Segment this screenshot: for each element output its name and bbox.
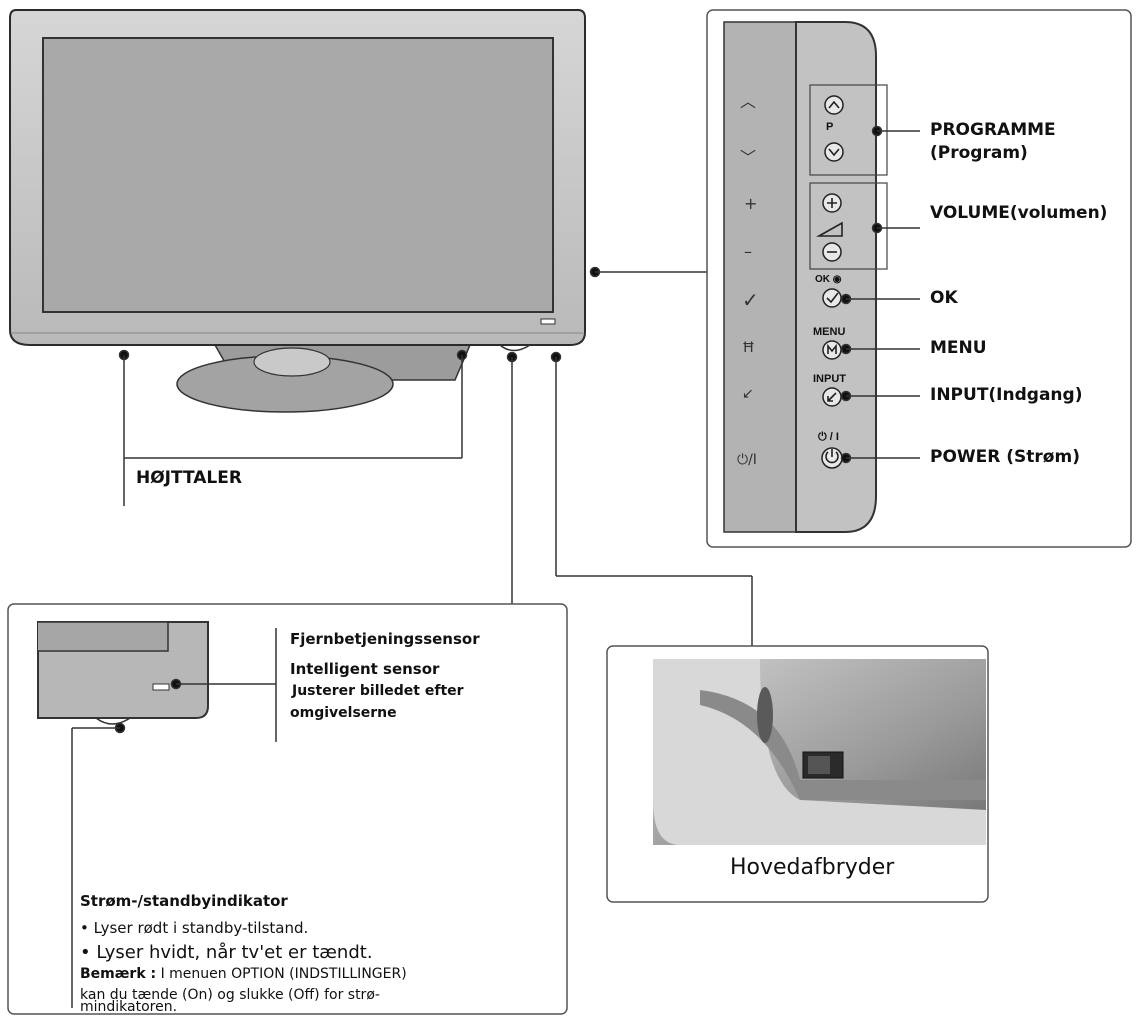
tv-power-indicator [499,344,531,352]
button-glyphs [815,100,843,464]
menu-label: MENU [930,338,987,358]
indicator-title: Strøm-/standbyindikator [80,892,288,910]
sensor-inset-window [152,683,170,691]
ok-label: OK [930,288,958,308]
tv-stand-collar [253,347,331,377]
side-panel-box [706,9,1132,548]
sensor-inset-box [7,603,568,1015]
indicator-bullet-2: • Lyser hvidt, når tv'et er tændt. [80,942,373,963]
indicator-note-text: I menuen OPTION (INDSTILLINGER) [156,966,407,982]
panel-label-power: ⏻ / I [818,431,839,443]
power-label: POWER (Strøm) [930,447,1080,467]
side-symbol-down: ﹀ [740,148,757,167]
sensor-line-3: omgivelserne [290,705,397,721]
side-symbol-minus: – [744,242,752,261]
indicator-note-line-3: mindikatoren. [80,999,178,1015]
ok-button[interactable] [822,288,842,308]
tv-screen [42,37,554,313]
panel-label-ok: OK ◉ [815,274,842,285]
input-label: INPUT(Indgang) [930,385,1083,405]
sensor-line-2: Justerer billedet efter [292,683,464,699]
panel-label-input: INPUT [813,373,846,385]
channel-down-button[interactable] [824,142,844,162]
speaker-callout [118,349,468,506]
channel-up-button[interactable] [824,95,844,115]
sensor-inset-indicator [95,717,131,725]
side-symbol-power: ⏻/I [737,452,757,468]
indicator-note-label: Bemærk : [80,966,157,982]
tv-illustration [9,9,586,413]
side-symbol-up: ︿ [740,92,757,111]
side-panel-strip [723,21,797,533]
side-panel-callout [589,266,707,278]
volume-label: VOLUME(volumen) [930,203,1108,223]
side-panel-control-face [795,21,877,533]
panel-label-p: P [826,121,834,133]
speaker-label: HØJTTALER [136,468,242,488]
programme-bracket [809,84,888,176]
switch-label: Hovedafbryder [730,855,895,880]
sensor-line-1: Intelligent sensor [290,660,440,678]
tv-sensor-window [540,318,556,325]
panel-label-menu: MENU [813,326,846,338]
programme-sub-label: (Program) [930,143,1028,163]
side-symbol-check: ✓ [742,288,759,312]
indicator-bullet-1: • Lyser rødt i standby-tilstand. [80,919,309,937]
side-symbol-menu: Ħ [742,340,755,356]
side-symbol-plus: + [744,194,758,213]
sensor-title: Fjernbetjeningssensor [290,630,480,648]
volume-bracket [809,182,888,270]
switch-callout [550,351,753,646]
switch-inset-box [606,645,989,903]
indicator-note: Bemærk : I menuen OPTION (INDSTILLINGER) [80,966,407,983]
indicator-note-line-2: kan du tænde (On) og slukke (Off) for st… [80,987,380,1003]
side-symbol-input: ↙ [742,386,754,402]
indicator-callout [506,351,518,604]
programme-label: PROGRAMME [930,120,1056,140]
